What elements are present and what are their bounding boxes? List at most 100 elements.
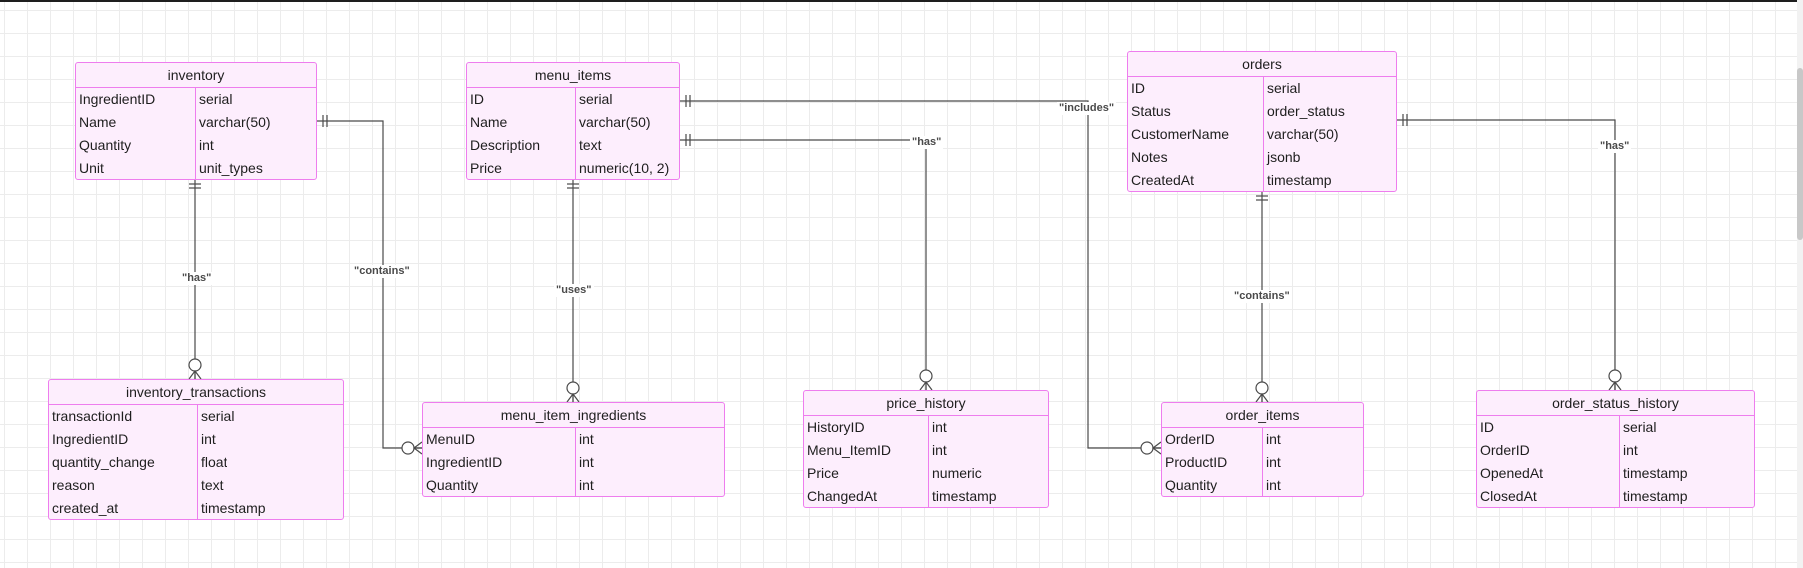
crow-foot-marker [413,441,423,455]
attribute-type: int [932,442,947,458]
attribute-name: reason [49,474,198,497]
zero-or-many-marker [1255,381,1269,395]
attribute-name: ID [1128,77,1264,100]
attribute-name: IngredientID [49,428,198,451]
relationship-label[interactable]: "has" [910,136,944,149]
attribute-type: serial [201,408,235,424]
relationship-label[interactable]: "has" [1598,140,1632,153]
zero-or-many-marker [919,369,933,383]
attribute-type: timestamp [201,500,266,516]
attribute-type: timestamp [1267,172,1332,188]
zero-or-many-marker [401,441,415,455]
attribute-type: timestamp [1623,488,1688,504]
scrollbar-thumb[interactable] [1797,68,1803,240]
attribute-type: int [1266,454,1281,470]
attribute-type: int [579,454,594,470]
attribute-type: serial [199,91,233,107]
attribute-name: Name [467,111,576,134]
attribute-type: numeric [932,465,982,481]
attribute-name: OrderID [1162,428,1263,451]
attribute-name: OrderID [1477,439,1620,462]
entity-title: menu_item_ingredients [423,403,724,428]
attribute-name: OpenedAt [1477,462,1620,485]
attribute-name: Price [804,462,929,485]
relationship-label[interactable]: "uses" [554,284,594,297]
attribute-type: int [579,477,594,493]
attribute-type: timestamp [932,488,997,504]
attribute-name: created_at [49,497,198,520]
entity-title: inventory [76,63,316,88]
zero-or-many-marker [188,358,202,372]
entity-title: menu_items [467,63,679,88]
attribute-name: HistoryID [804,416,929,439]
canvas-top-edge [0,0,1803,2]
crow-foot-marker [1608,381,1622,391]
attribute-name: ID [1477,416,1620,439]
entity-title: price_history [804,391,1048,416]
attribute-name: ClosedAt [1477,485,1620,508]
relationship-label[interactable]: "contains" [1232,290,1292,303]
attribute-type: jsonb [1267,149,1301,165]
attribute-type: text [579,137,602,153]
attribute-type: int [1266,477,1281,493]
crow-foot-marker [566,393,580,403]
attribute-type: int [201,431,216,447]
attribute-type: numeric(10, 2) [579,160,670,176]
attribute-name: MenuID [423,428,576,451]
zero-or-many-marker [566,381,580,395]
attribute-name: IngredientID [76,88,196,111]
attribute-name: Name [76,111,196,134]
connector-orders-status-history [1397,119,1616,390]
relationship-label[interactable]: "includes" [1057,102,1117,115]
attribute-type: int [579,431,594,447]
relationship-label[interactable]: "has" [180,272,214,285]
attribute-type: varchar(50) [579,114,651,130]
vertical-scrollbar[interactable] [1797,0,1803,568]
attribute-type: varchar(50) [1267,126,1339,142]
attribute-type: int [1623,442,1638,458]
relationship-label[interactable]: "contains" [352,265,412,278]
attribute-type: serial [1267,80,1301,96]
